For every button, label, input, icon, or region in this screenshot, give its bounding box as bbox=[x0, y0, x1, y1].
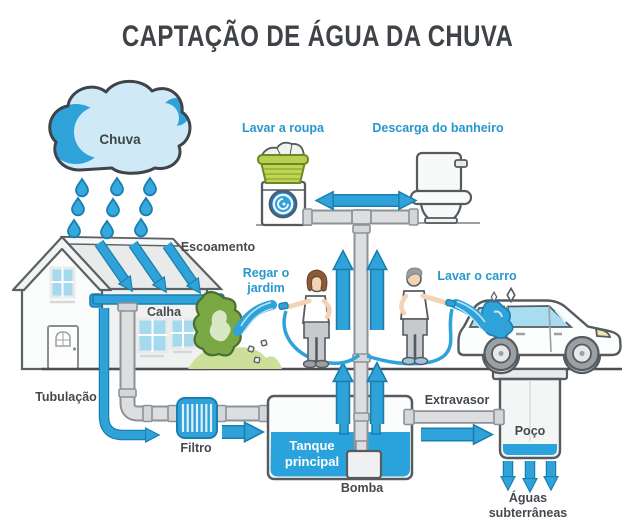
label-water-garden: Regar o jardim bbox=[242, 266, 290, 295]
soap-flakes bbox=[247, 339, 268, 364]
rain-cloud bbox=[48, 79, 192, 175]
sparkle-icons bbox=[490, 286, 516, 304]
label-main-tank: Tanque principal bbox=[284, 438, 340, 470]
washing-machine bbox=[256, 180, 312, 227]
car-hose bbox=[366, 308, 454, 366]
central-pipe bbox=[352, 221, 371, 449]
label-rain: Chuva bbox=[99, 132, 141, 147]
label-toilet-flush: Descarga do banheiro bbox=[372, 121, 504, 135]
well bbox=[491, 367, 569, 460]
door-knob bbox=[72, 347, 77, 351]
water-spray-left bbox=[233, 300, 277, 336]
car-wheels bbox=[483, 335, 600, 372]
headlight bbox=[594, 328, 612, 338]
distribution-pipe bbox=[302, 208, 419, 234]
laundry bbox=[259, 141, 305, 158]
roof-ridge bbox=[60, 236, 181, 247]
side-window-2 bbox=[169, 317, 197, 354]
toilet-seat bbox=[409, 189, 473, 206]
hose-nozzle-right bbox=[445, 298, 456, 308]
gable-window bbox=[49, 266, 76, 304]
label-well: Poço bbox=[514, 424, 546, 438]
label-filter: Filtro bbox=[180, 441, 212, 455]
groundwater-arrows bbox=[499, 461, 560, 494]
gutter-flow-arrow bbox=[98, 308, 161, 444]
piping-downspout bbox=[117, 302, 269, 423]
filter-box bbox=[176, 397, 218, 439]
label-groundwater: Águas subterrâneas bbox=[488, 491, 568, 520]
label-pump: Bomba bbox=[340, 481, 384, 495]
label-runoff: Escoamento bbox=[180, 240, 256, 254]
front-door bbox=[47, 325, 79, 370]
toilet bbox=[405, 151, 480, 224]
side-window-1 bbox=[136, 317, 169, 358]
toilet-tank bbox=[415, 151, 463, 195]
flush-button bbox=[454, 159, 468, 168]
label-piping: Tubulação bbox=[35, 390, 97, 404]
page-title: CAPTAÇÃO DE ÁGUA DA CHUVA bbox=[122, 20, 514, 53]
rain-drops bbox=[67, 177, 157, 240]
woman-figure bbox=[233, 269, 361, 369]
tee-fitting bbox=[351, 209, 372, 225]
well-water bbox=[503, 444, 557, 455]
house bbox=[11, 235, 225, 371]
label-overflow: Extravasor bbox=[424, 393, 490, 407]
pump bbox=[345, 440, 383, 480]
laundry-basket bbox=[257, 141, 309, 184]
garden-bush bbox=[188, 290, 282, 369]
riser-up-arrows bbox=[331, 248, 389, 330]
label-wash-car: Lavar o carro bbox=[437, 269, 517, 283]
gable-roof-band bbox=[11, 235, 113, 292]
roof-runoff-arrows bbox=[94, 240, 202, 295]
man-hair bbox=[406, 267, 423, 282]
man-figure bbox=[366, 267, 492, 366]
hose-nozzle-left bbox=[278, 301, 289, 310]
label-gutter: Calha bbox=[146, 305, 182, 319]
overflow-pipe bbox=[403, 408, 505, 426]
car bbox=[457, 286, 622, 375]
woman-hair bbox=[306, 269, 328, 292]
water-spray-right bbox=[451, 299, 492, 332]
underground-up-arrows bbox=[331, 360, 389, 424]
label-wash-clothes: Lavar a roupa bbox=[242, 121, 324, 135]
